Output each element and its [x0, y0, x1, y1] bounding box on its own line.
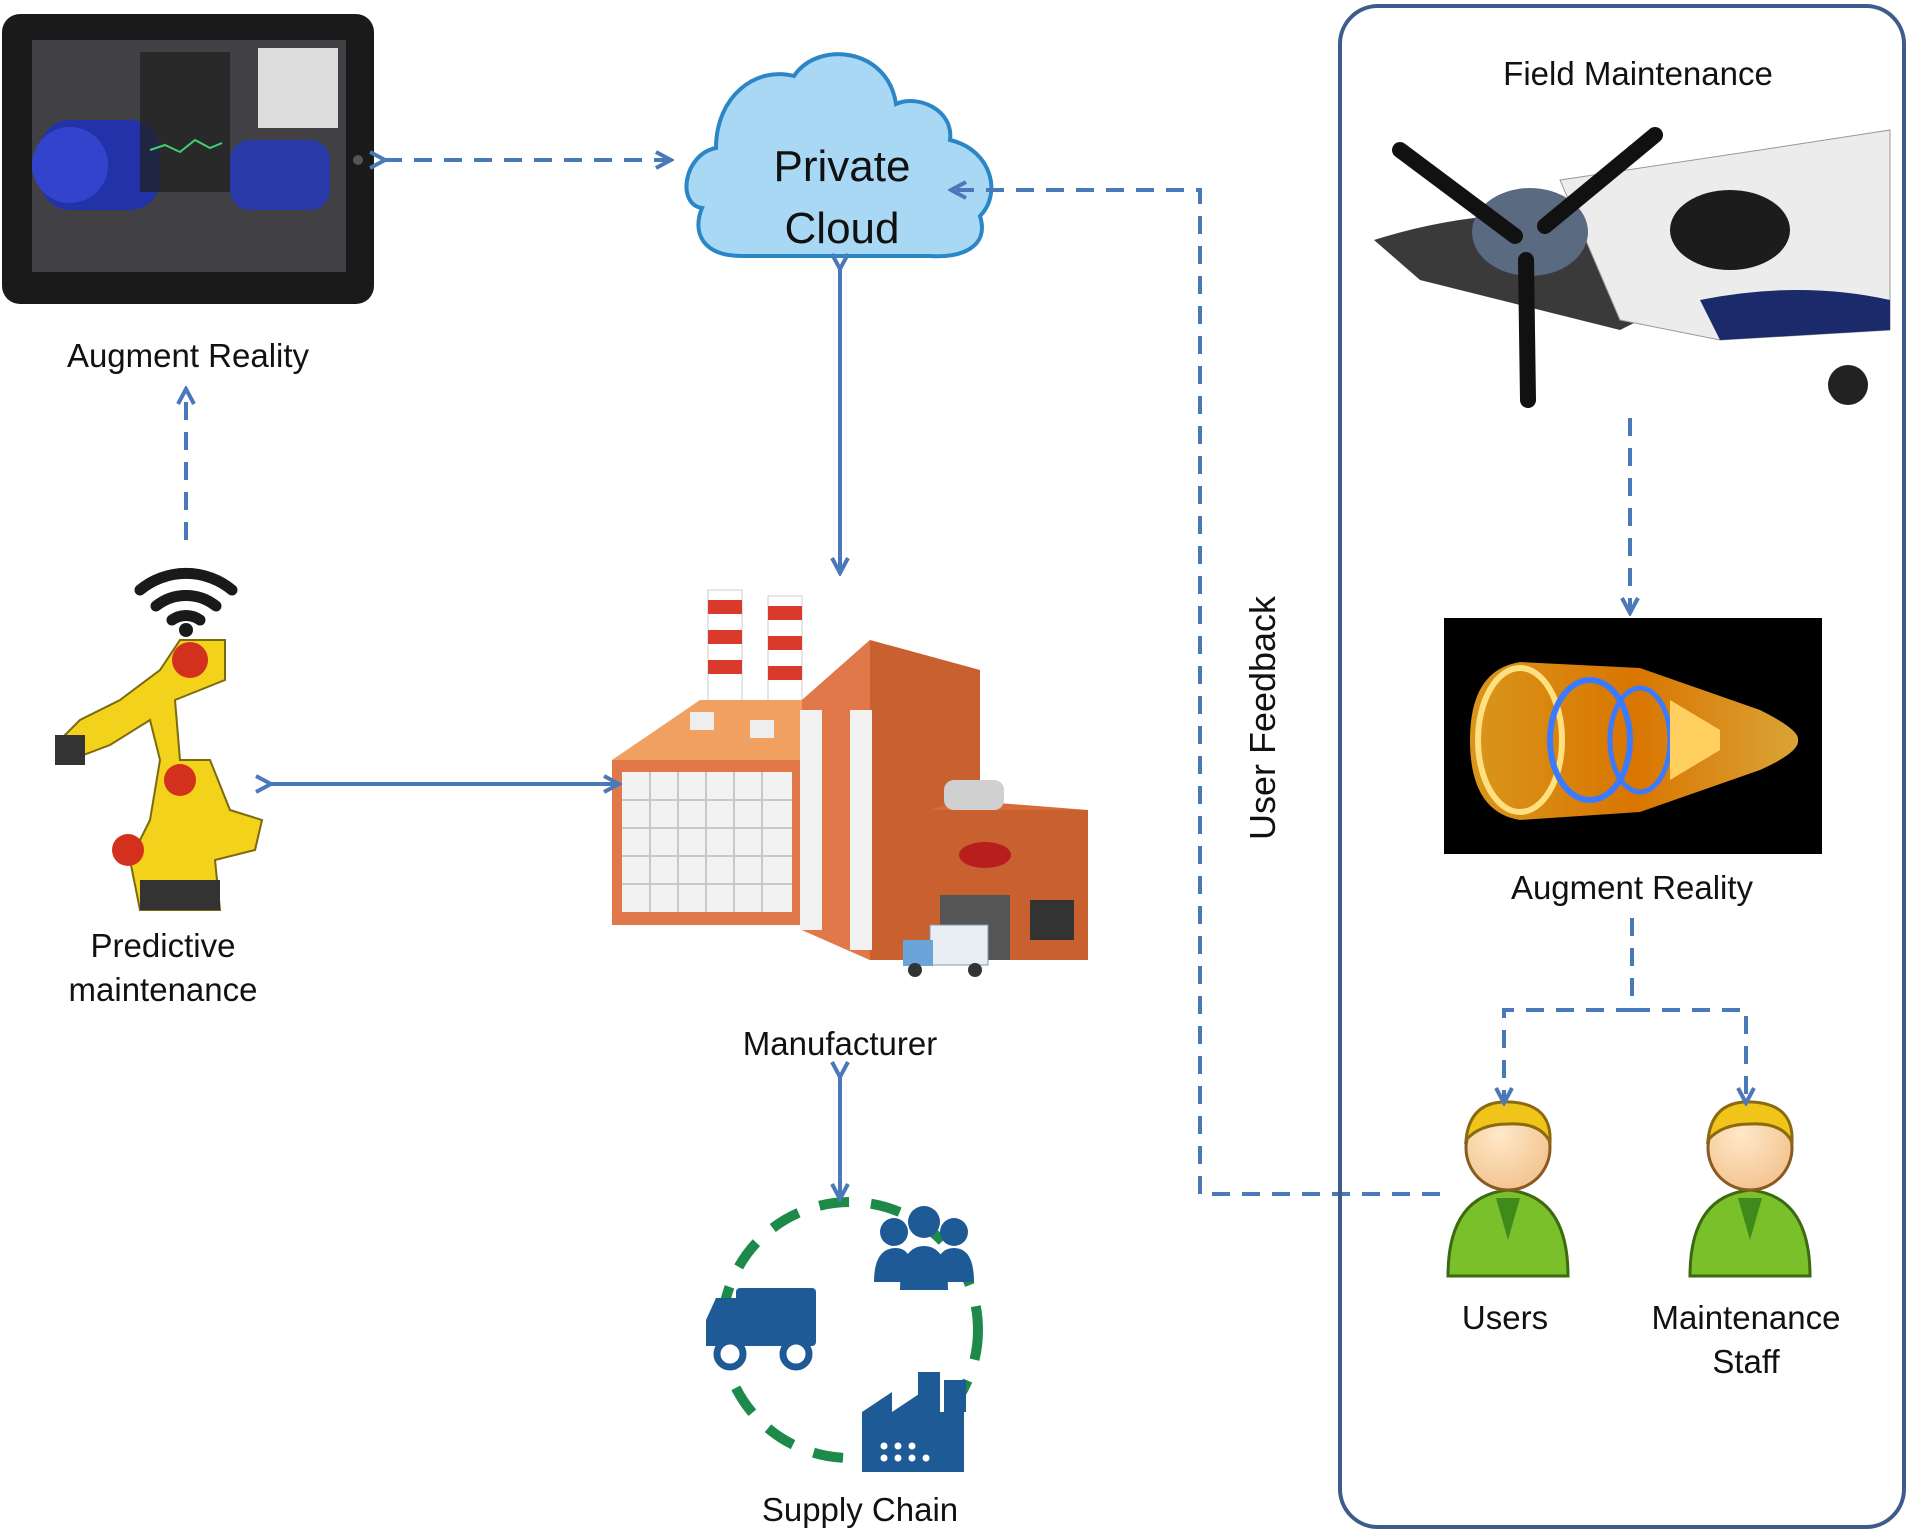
- supply-chain-label: Supply Chain: [761, 1491, 959, 1528]
- predictive-label-line1: Predictive: [90, 927, 236, 964]
- user-avatar-icon: [1446, 1100, 1570, 1278]
- cloud-label: Private Cloud: [762, 136, 922, 260]
- private-cloud-icon: [684, 52, 994, 259]
- field-maintenance-title: Field Maintenance: [1503, 55, 1773, 92]
- cloud-label-line2: Cloud: [784, 204, 900, 253]
- field-ar-users-connector: [1504, 918, 1634, 1102]
- staff-label-line2: Staff: [1712, 1343, 1780, 1380]
- manufacturer-label: Manufacturer: [742, 1025, 938, 1062]
- field-maintenance-panel: [1338, 4, 1906, 1529]
- robot-arm-icon: [55, 639, 264, 911]
- predictive-label-line2: maintenance: [68, 971, 258, 1008]
- ar-tablet-image: [2, 14, 374, 304]
- manufacturer-factory-icon: [612, 589, 1088, 977]
- user-feedback-label: User Feedback: [1242, 595, 1283, 841]
- cloud-label-line1: Private: [773, 142, 911, 191]
- users-label: Users: [1461, 1299, 1549, 1336]
- supply-chain-icon: [706, 1197, 983, 1472]
- field-ar-label: Augment Reality: [1510, 869, 1754, 906]
- maintenance-staff-avatar-icon: [1688, 1100, 1812, 1278]
- wifi-icon: [134, 567, 238, 637]
- ar-engine-render-image: [1444, 618, 1822, 854]
- user-feedback-connector: [952, 190, 1440, 1196]
- staff-label-line1: Maintenance: [1651, 1299, 1841, 1336]
- left-ar-label: Augment Reality: [66, 337, 310, 374]
- maintenance-staff-label: Maintenance Staff: [1636, 1296, 1856, 1384]
- field-ar-staff-connector: [1632, 1008, 1746, 1102]
- aircraft-engine-image: [1374, 127, 1891, 414]
- predictive-maintenance-label: Predictive maintenance: [40, 924, 286, 1012]
